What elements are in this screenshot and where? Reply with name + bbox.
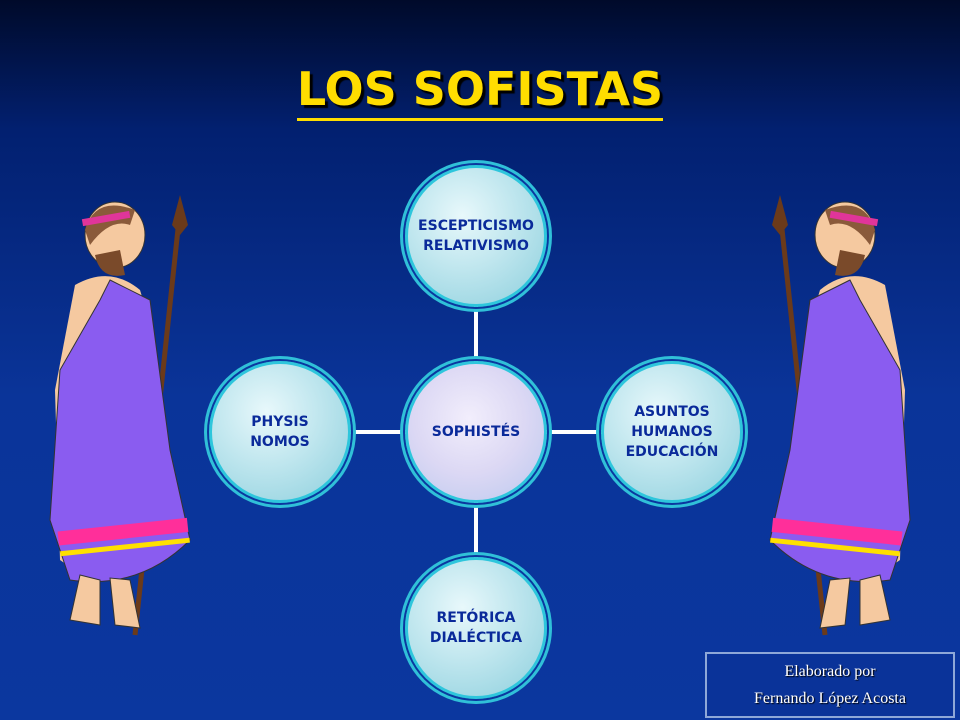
credit-line-2: Fernando López Acosta xyxy=(754,690,906,707)
title-text: LOS SOFISTAS xyxy=(296,62,664,121)
node-center: SOPHISTÉS xyxy=(405,361,547,503)
credit-line-1: Elaborado por xyxy=(784,663,876,680)
node-right: ASUNTOS HUMANOS EDUCACIÓN xyxy=(601,361,743,503)
sophist-figure-left xyxy=(49,195,191,636)
node-top: ESCEPTICISMO RELATIVISMO xyxy=(405,165,547,307)
credit-box: Elaborado por Fernando López Acosta xyxy=(705,652,955,718)
node-left: PHYSIS NOMOS xyxy=(209,361,351,503)
slide-title: LOS SOFISTAS xyxy=(0,62,960,121)
sophist-figure-right xyxy=(769,195,911,636)
node-bottom: RETÓRICA DIALÉCTICA xyxy=(405,557,547,699)
